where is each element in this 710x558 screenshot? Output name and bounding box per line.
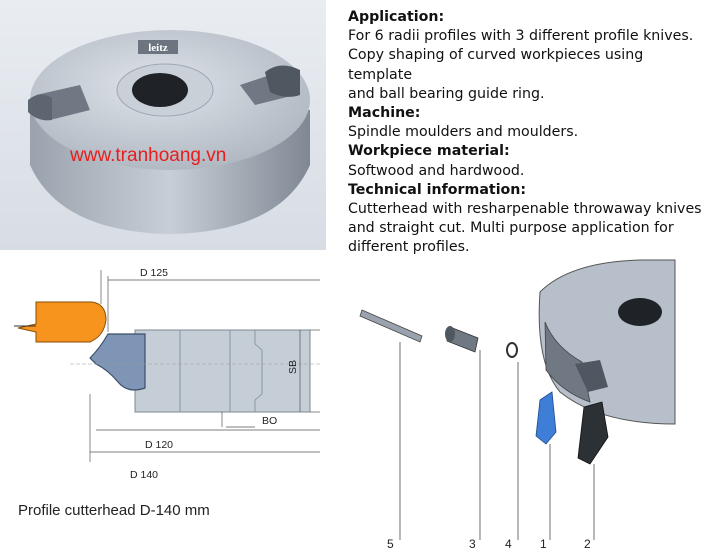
application-heading: Application: [348, 9, 445, 25]
d140-label: D 140 [130, 469, 158, 481]
brand-label: leitz [148, 42, 168, 54]
cutterhead-photo: leitz www.tranhoang.vn [0, 0, 326, 250]
machine-text: Spindle moulders and moulders. [348, 124, 579, 141]
part-label-1: 1 [540, 537, 547, 551]
watermark-text: www.tranhoang.vn [69, 145, 226, 166]
d125-label: D 125 [140, 267, 168, 279]
bo-label: BO [262, 415, 277, 427]
machine-heading: Machine: [348, 105, 421, 122]
technical-information-heading: Technical information: [348, 181, 527, 198]
part-label-3: 3 [469, 537, 476, 551]
workpiece-material-heading: Workpiece material: [348, 143, 510, 160]
part-label-4: 4 [505, 537, 512, 551]
profile-drawing: D 125 D 120 D 140 BO SB [14, 267, 320, 481]
part-label-2: 2 [584, 537, 591, 551]
part-label-5: 5 [387, 537, 394, 551]
info-panel: Application: For 6 radii profiles with 3… [348, 8, 708, 258]
exploded-parts-diagram: 5 3 4 1 2 [359, 259, 676, 551]
blue-knife-part [535, 391, 557, 445]
knife-profile [89, 333, 146, 391]
technical-information-text: Cutterhead with resharpenable throwaway … [348, 201, 702, 256]
application-text: For 6 radii profiles with 3 different pr… [348, 28, 694, 102]
d120-label: D 120 [145, 439, 173, 451]
sb-label: SB [287, 360, 299, 374]
profile-caption: Profile cutterhead D-140 mm [18, 502, 210, 519]
workpiece-profile [17, 301, 107, 343]
workpiece-material-text: Softwood and hardwood. [348, 162, 525, 179]
